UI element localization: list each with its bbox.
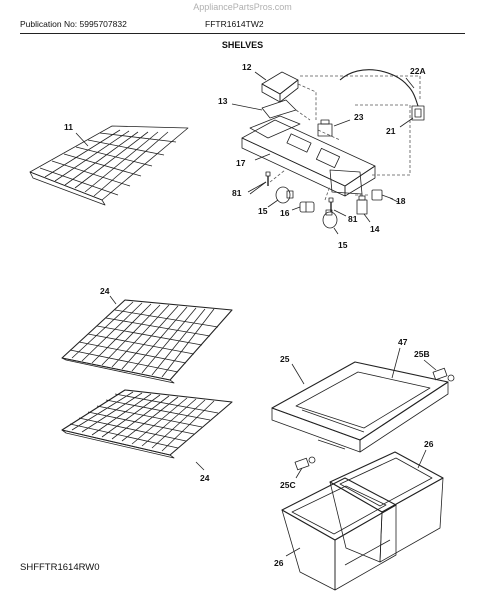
- wire-shelf-24-lower: [61, 389, 233, 459]
- callout-13: 13: [218, 96, 228, 106]
- screw-81-left: [265, 171, 271, 186]
- callout-26-right: 26: [424, 439, 434, 449]
- callout-15-left: 15: [258, 206, 268, 216]
- fitting-18: [371, 189, 394, 201]
- leader-11: [75, 132, 89, 147]
- diagram-title: SHELVES: [221, 40, 264, 50]
- callout-25b: 25B: [414, 349, 430, 359]
- connector-21: [411, 105, 425, 121]
- callout-16: 16: [280, 208, 290, 218]
- callout-12: 12: [242, 62, 252, 72]
- crisper-drawer-26-left: [281, 477, 397, 591]
- callout-14: 14: [370, 224, 380, 234]
- bulb-15-left: [275, 186, 294, 204]
- glide-25b: [432, 367, 455, 382]
- callout-11: 11: [64, 122, 73, 132]
- bulb-15-right: [322, 209, 338, 229]
- callout-24-lower: 24: [200, 473, 210, 483]
- sensor-14: [356, 195, 368, 215]
- lens-13: [261, 99, 297, 119]
- light-shield-12: [261, 71, 299, 103]
- callout-21: 21: [386, 126, 396, 136]
- callout-17: 17: [236, 158, 246, 168]
- diagram-code: SHFFTR1614RW0: [20, 562, 100, 573]
- wire-shelf-24-upper: [61, 299, 233, 384]
- callout-81-right: 81: [348, 214, 358, 224]
- crisper-drawer-26-right: [329, 451, 444, 563]
- callout-23: 23: [354, 112, 364, 122]
- control-housing-17: [241, 115, 376, 197]
- publication-number: Publication No: 5995707832: [20, 19, 127, 29]
- callout-25: 25: [280, 354, 290, 364]
- header-rule: [20, 33, 465, 34]
- callout-47: 47: [398, 337, 408, 347]
- glide-25c: [294, 456, 316, 471]
- wire-harness-22a: [339, 69, 419, 107]
- model-number: FFTR1614TW2: [205, 19, 264, 29]
- wire-shelf-11: [29, 125, 189, 206]
- callout-81-left: 81: [232, 188, 242, 198]
- socket-16: [299, 201, 315, 213]
- crisper-cover-25: [271, 361, 449, 453]
- callout-15-right: 15: [338, 240, 348, 250]
- callout-25c: 25C: [280, 480, 296, 490]
- callout-26-left: 26: [274, 558, 284, 568]
- callout-18: 18: [396, 196, 406, 206]
- callout-22a: 22A: [410, 66, 426, 76]
- switch-23: [317, 119, 333, 137]
- callout-24-upper: 24: [100, 286, 110, 296]
- watermark-text: AppliancePartsPros.com: [193, 2, 292, 12]
